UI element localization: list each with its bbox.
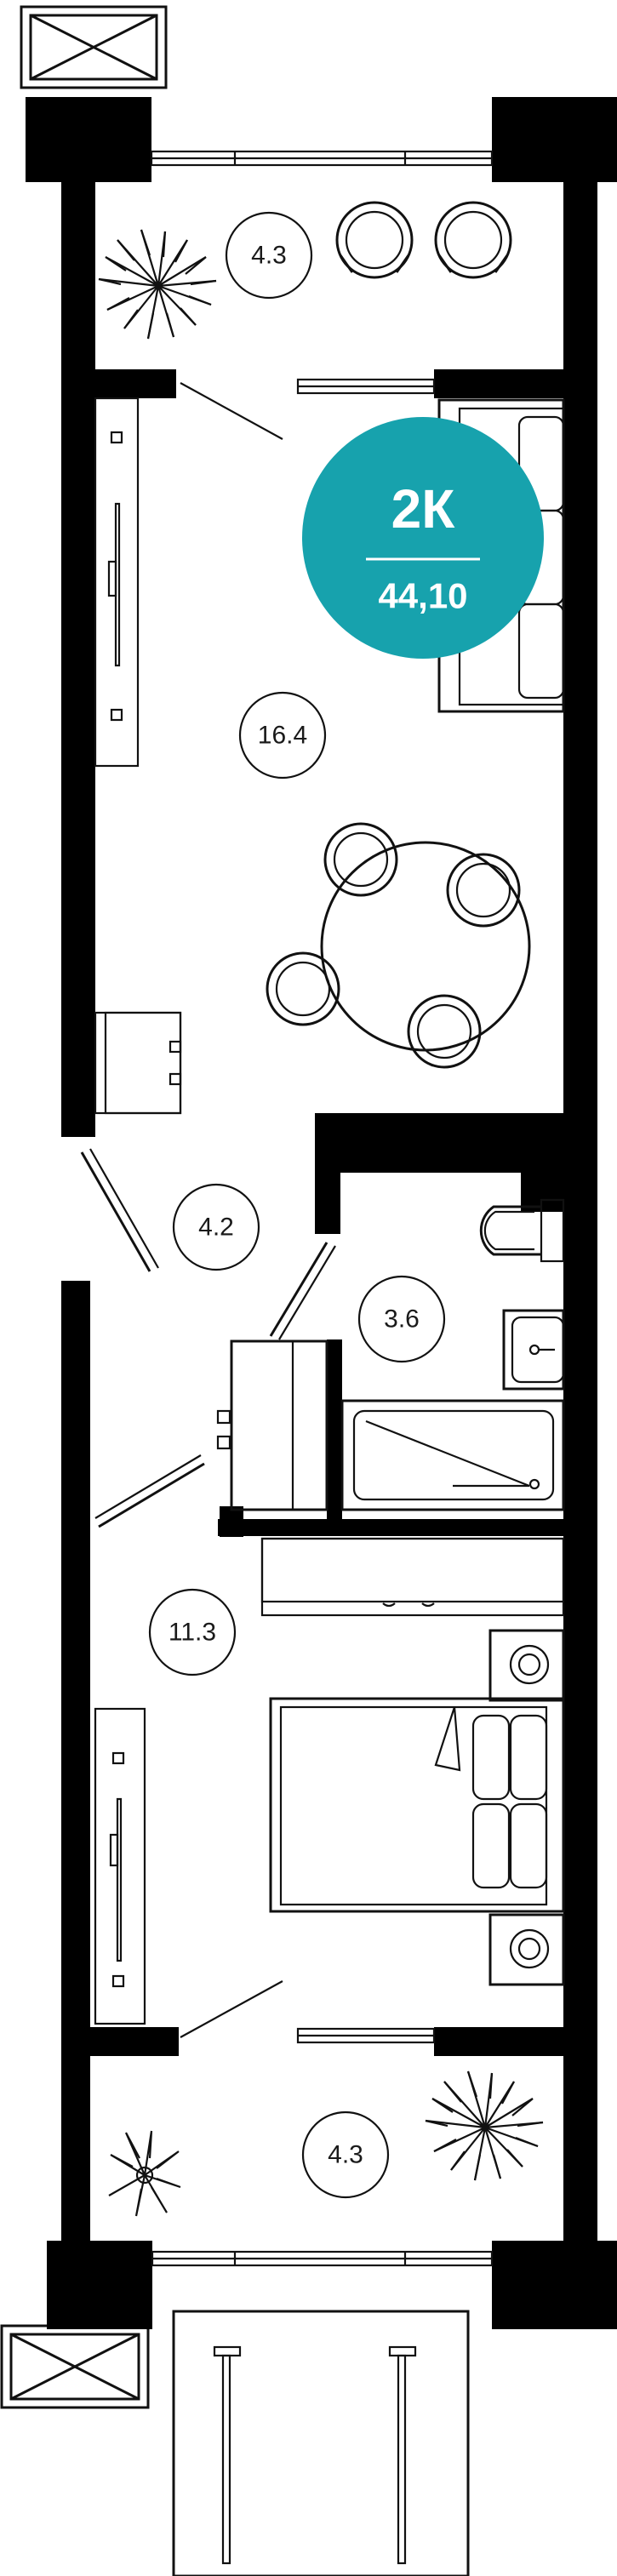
room-label-bathroom: 3.6	[357, 1275, 446, 1363]
armchair-icon	[335, 201, 414, 279]
washing-machine-icon	[216, 1339, 328, 1511]
room-area: 4.3	[328, 2141, 363, 2169]
plant-icon	[425, 2071, 544, 2181]
dining-table-icon	[266, 822, 531, 1069]
room-area: 3.6	[384, 1305, 420, 1334]
armchair-icon	[434, 201, 512, 279]
wardrobe-icon	[94, 1707, 146, 2025]
door-icon	[94, 1454, 205, 1528]
apartment-area: 44,10	[378, 576, 467, 616]
room-label-living-kitchen: 16.4	[238, 691, 327, 780]
door-icon	[269, 1242, 336, 1340]
ac-unit-icon	[20, 5, 168, 89]
ac-unit-icon	[0, 2324, 150, 2409]
room-area: 11.3	[169, 1619, 216, 1647]
apartment-badge: 2К 44,10	[302, 417, 544, 659]
plant-icon	[108, 2130, 181, 2217]
door-icon	[180, 1980, 436, 2044]
drying-rack-icon	[172, 2310, 470, 2576]
door-icon	[80, 1148, 159, 1272]
room-label-balcony-top: 4.3	[225, 211, 313, 300]
wardrobe-icon	[260, 1537, 565, 1617]
toilet-icon	[479, 1198, 565, 1263]
plant-icon	[98, 229, 217, 340]
sofa-icon	[437, 398, 565, 713]
walls	[26, 97, 617, 2329]
sink-icon	[502, 1309, 565, 1391]
window-icon	[150, 150, 494, 167]
room-area: 4.3	[251, 242, 287, 270]
wardrobe-icon	[94, 397, 140, 768]
bed-icon	[269, 1697, 565, 1913]
kitchen-unit-icon	[94, 1011, 182, 1115]
badge-circle	[302, 417, 544, 659]
room-label-bedroom: 11.3	[148, 1588, 237, 1676]
nightstand-icon	[488, 1913, 565, 1986]
room-area: 4.2	[198, 1214, 234, 1242]
window-icon	[151, 2250, 494, 2267]
nightstand-icon	[488, 1629, 565, 1702]
bathtub-icon	[340, 1399, 565, 1511]
room-area: 16.4	[258, 722, 307, 750]
room-label-hallway: 4.2	[172, 1183, 260, 1271]
apartment-type: 2К	[391, 478, 456, 540]
room-label-balcony-bottom: 4.3	[301, 2110, 390, 2199]
door-icon	[180, 378, 436, 440]
